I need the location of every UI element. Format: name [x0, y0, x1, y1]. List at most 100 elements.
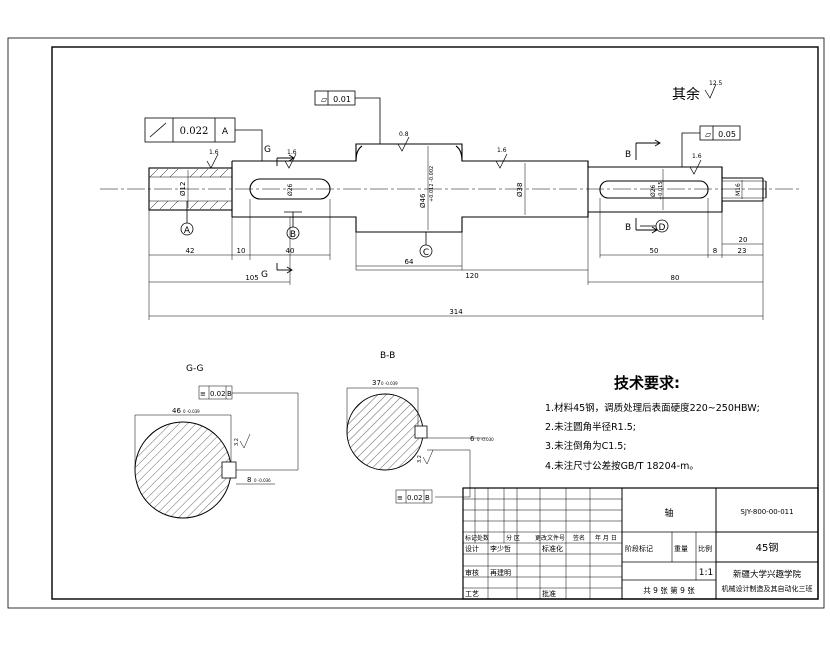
dim-80: 80: [671, 274, 680, 282]
shaft-outline: [148, 143, 767, 233]
rough-4: 1.6: [497, 147, 507, 154]
title-block-grid: [462, 487, 819, 600]
section-bb-keyway: [414, 425, 428, 439]
section-gg-sym-datum: B: [227, 390, 232, 398]
section-gg-dim-tol: 0 -0.039: [183, 409, 200, 414]
section-bb-sym-datum: B: [425, 494, 430, 502]
approve-label: 批准: [542, 589, 556, 598]
dim-120: 120: [465, 272, 478, 280]
hole-hatch: [149, 168, 232, 210]
rough-2: 1.6: [287, 149, 297, 156]
designer-name: 李少哲: [490, 544, 511, 553]
cut-b-top: B: [625, 150, 631, 160]
dim-40: 40: [286, 247, 295, 255]
dim-23: 23: [738, 247, 747, 255]
rough-5: 1.6: [692, 153, 702, 160]
section-gg-dims: [134, 385, 299, 485]
part-name: 轴: [664, 507, 673, 519]
rough-rest-label: 其余: [672, 86, 700, 103]
section-gg-disc: [134, 421, 232, 519]
dia-right: Ø26: [650, 184, 657, 197]
cut-g-bottom: G: [261, 270, 268, 280]
hdr-doc: 更改文件号: [535, 534, 565, 542]
dim-42: 42: [186, 247, 195, 255]
hdr-zone: 分 区: [506, 534, 520, 542]
dia-collar-tol: +0.012 -0.002: [429, 166, 435, 202]
diameter-dim-lines: [187, 146, 743, 230]
scale-value: 1:1: [699, 568, 713, 578]
dim-314: 314: [449, 308, 463, 316]
section-gg-key: 8: [247, 476, 251, 484]
note-1: 1.材料45钢，调质处理后表面硬度220~250HBW;: [545, 402, 760, 414]
hdr-date: 年 月 日: [595, 534, 617, 542]
dia-collar: Ø46: [419, 193, 427, 208]
hdr-count: 处数: [477, 534, 489, 542]
symmetry-icon-gg: ≡: [200, 390, 206, 398]
symmetry-icon-bb: ≡: [397, 494, 403, 502]
section-gg-keyway: [221, 461, 237, 479]
runout-datum: A: [222, 127, 229, 137]
cut-g-top: G: [264, 145, 271, 155]
title-block-text: 轴 SJY-800-00-011 45钢 1:1 共 9 张 第 9 张 新疆大…: [465, 507, 813, 598]
circle-c: C: [423, 248, 429, 258]
dim-10: 10: [237, 247, 246, 255]
design-label: 设计: [465, 544, 479, 553]
rough-1: 1.6: [209, 149, 219, 156]
circle-b: B: [290, 230, 296, 240]
stage-label: 阶段标记: [625, 544, 653, 553]
cut-b-bottom: B: [625, 223, 631, 233]
inner-border: [51, 46, 819, 600]
section-bb-key-tol: 0 -0.030: [477, 437, 494, 442]
flatness-2-value: 0.05: [718, 130, 736, 139]
circle-a: A: [184, 226, 191, 236]
section-bb-rough: 3.2: [417, 455, 423, 463]
section-bb-sym-value: 0.02: [407, 494, 423, 502]
material: 45钢: [756, 541, 779, 554]
section-cut-marks: [276, 139, 661, 274]
section-gg-sym-value: 0.02: [210, 390, 226, 398]
gtol-frames: [144, 90, 741, 167]
hdr-sign: 签名: [573, 534, 585, 542]
dia-key: Ø26: [287, 183, 294, 196]
program-name: 机械设计制造及其自动化三班: [722, 584, 813, 593]
section-gg-rough: 3.2: [234, 438, 240, 446]
dim-105: 105: [245, 274, 258, 282]
note-4: 4.未注尺寸公差按GB/T 18204-m。: [545, 460, 699, 472]
hdr-mark: 标记: [465, 534, 477, 542]
datum-markers: [180, 201, 669, 258]
section-bb-dim-tol: 0 -0.039: [381, 381, 398, 386]
school-name: 新疆大学兴趣学院: [733, 569, 802, 580]
notes-title: 技术要求:: [614, 374, 680, 392]
reviewer-name: 再建明: [490, 568, 511, 577]
dia-right-tol: +0.015: [658, 181, 664, 200]
circle-d: D: [659, 223, 666, 233]
dim-64: 64: [405, 258, 414, 266]
section-gg-key-tol: 0 -0.036: [254, 478, 271, 483]
dia-left-hole: Ø12: [179, 182, 187, 196]
section-bb-dims: [346, 387, 487, 504]
flatness-1-symbol: ⏥: [321, 95, 328, 104]
sheet-count: 共 9 张 第 9 张: [643, 585, 695, 595]
std-label: 标准化: [542, 544, 563, 553]
dim-50: 50: [650, 247, 659, 255]
weight-label: 重量: [674, 545, 688, 553]
dim-lines: [148, 198, 764, 320]
flatness-1-value: 0.01: [333, 95, 351, 104]
flatness-2-symbol: ⏥: [705, 130, 712, 139]
note-3: 3.未注倒角为C1.5;: [545, 440, 627, 452]
section-gg-dim: 46: [172, 407, 181, 415]
ratio-label: 比例: [698, 544, 712, 553]
section-bb-dim: 37: [372, 379, 381, 387]
section-gg-title: G-G: [186, 364, 204, 374]
section-bb-key: 6: [470, 435, 475, 443]
review-label: 审核: [465, 568, 479, 577]
rough-rest-value: 12.5: [709, 80, 723, 87]
dia-mid: Ø38: [516, 183, 524, 197]
section-bb-disc: [346, 393, 424, 471]
drawing-number: SJY-800-00-011: [740, 508, 793, 516]
rough-3: 0.8: [399, 131, 409, 138]
dim-8: 8: [713, 247, 717, 255]
craft-label: 工艺: [465, 590, 479, 598]
